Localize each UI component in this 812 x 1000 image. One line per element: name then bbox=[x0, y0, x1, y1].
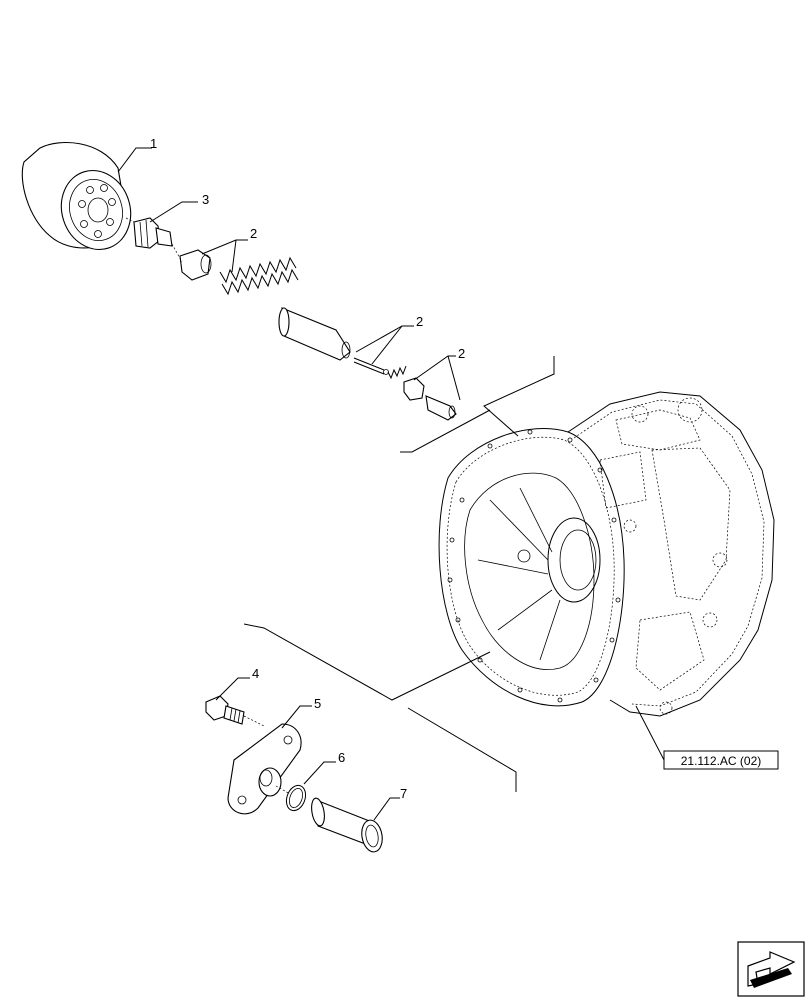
reference-label: 21.112.AC (02) bbox=[681, 754, 762, 768]
callout-4: 4 bbox=[252, 666, 259, 681]
callout-labels: 1 3 2 2 2 4 5 6 7 bbox=[150, 136, 465, 801]
spring-part bbox=[219, 256, 299, 296]
next-page-arrow-icon[interactable] bbox=[737, 941, 805, 997]
callout-2-piston: 2 bbox=[416, 314, 423, 329]
callout-1: 1 bbox=[150, 136, 157, 151]
callout-3: 3 bbox=[202, 192, 209, 207]
oil-filter-part bbox=[21, 142, 132, 251]
relief-valve-assembly-part bbox=[179, 249, 457, 421]
detail-bracket-lines bbox=[243, 356, 555, 792]
nipple-fitting-part bbox=[133, 217, 173, 249]
leader-lines bbox=[117, 147, 668, 821]
assembly-axis-lines bbox=[125, 217, 291, 795]
callout-2-plug: 2 bbox=[458, 346, 465, 361]
bolt-part bbox=[205, 695, 245, 725]
o-ring-part bbox=[285, 784, 307, 812]
transmission-housing bbox=[438, 391, 775, 717]
callout-2-spring: 2 bbox=[250, 226, 257, 241]
callout-6: 6 bbox=[338, 750, 345, 765]
cover-plate-part bbox=[227, 723, 302, 815]
reference-link[interactable]: 21.112.AC (02) bbox=[663, 750, 779, 770]
sleeve-tube-part bbox=[311, 797, 383, 853]
callout-5: 5 bbox=[314, 696, 321, 711]
callout-7: 7 bbox=[400, 786, 407, 801]
